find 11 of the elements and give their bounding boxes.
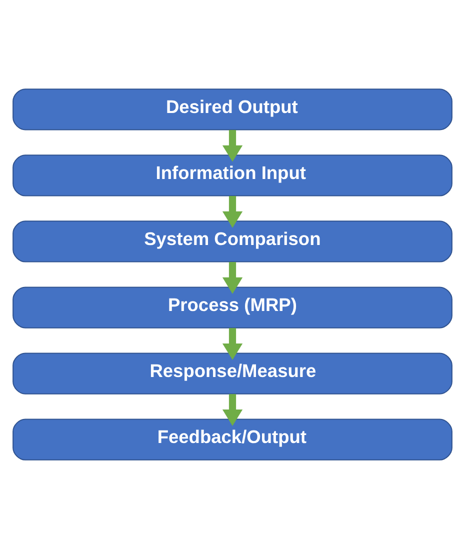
arrow xyxy=(222,129,242,162)
node-box: Process (MRP) xyxy=(12,286,452,328)
arrow xyxy=(222,394,242,426)
node-box: Feedback/Output xyxy=(12,418,452,460)
arrow xyxy=(222,328,242,360)
node-box: Response/Measure xyxy=(12,352,452,394)
arrow xyxy=(222,262,242,294)
node-box: Desired Output xyxy=(12,88,452,130)
node-box: System Comparison xyxy=(12,220,452,262)
node-box: Information Input xyxy=(12,154,452,196)
arrow xyxy=(222,196,242,228)
